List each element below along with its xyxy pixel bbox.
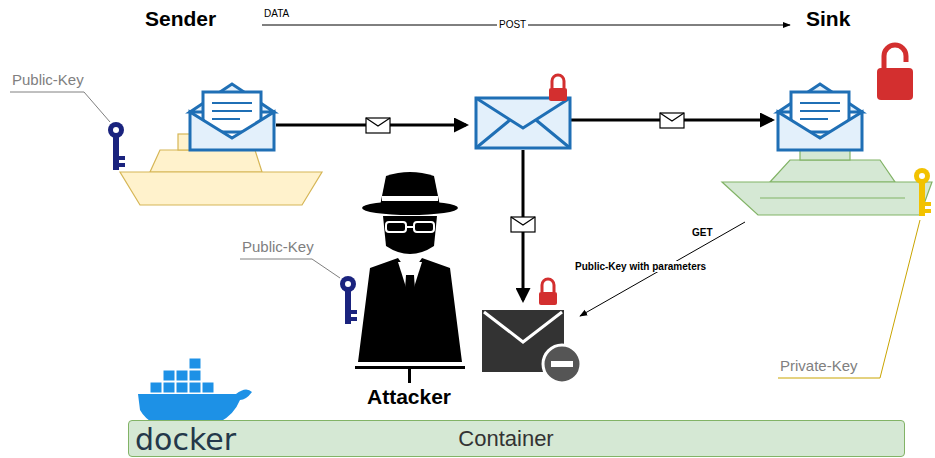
method-label: GET xyxy=(690,227,715,238)
key-label: Private-Key xyxy=(780,358,858,375)
attacker-figure xyxy=(355,172,465,383)
actor-name: Sender xyxy=(145,7,216,30)
open-envelope xyxy=(190,84,274,150)
lock-icon xyxy=(539,279,557,305)
key-label: Public-Key xyxy=(242,239,314,256)
open-lock-icon xyxy=(877,45,913,100)
container-band: docker Container xyxy=(128,420,905,457)
lock-icon xyxy=(549,75,567,101)
open-envelope xyxy=(778,84,862,150)
leader-line xyxy=(778,220,920,378)
public-key-icon xyxy=(108,122,125,170)
data-label: DATA xyxy=(264,8,289,19)
band-label: Container xyxy=(458,427,553,451)
method-label: POST xyxy=(497,19,528,30)
leader-line xyxy=(10,92,110,122)
logo-text: docker xyxy=(135,423,236,456)
closed-envelope xyxy=(476,98,570,148)
leader-line xyxy=(240,259,340,278)
public-key-icon xyxy=(340,276,357,324)
message-icon xyxy=(366,118,390,133)
actor-name: Sink xyxy=(806,7,850,30)
key-label: Public-Key xyxy=(12,72,84,89)
message-icon xyxy=(660,113,684,128)
blocked-envelope xyxy=(482,310,581,383)
private-key-icon xyxy=(914,168,931,216)
actor-name: Attacker xyxy=(367,385,451,408)
message-icon xyxy=(511,217,535,232)
request-label: Public-Key with parameters xyxy=(573,261,708,272)
